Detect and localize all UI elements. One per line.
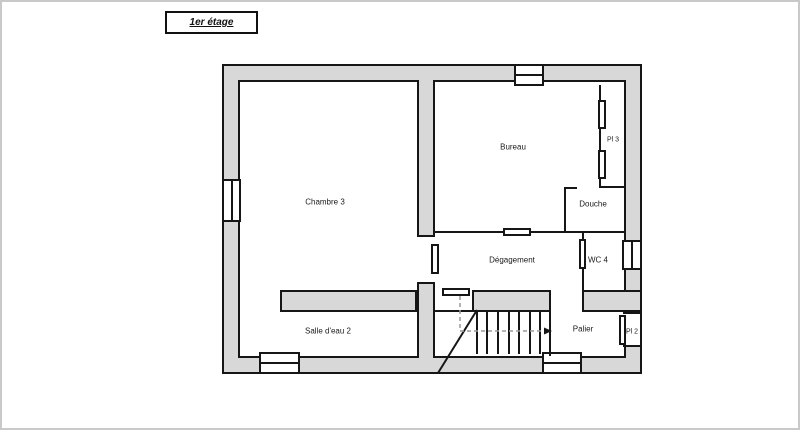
- room-label-salle-deau2: Salle d'eau 2: [304, 326, 352, 336]
- room-label-douche: Douche: [579, 199, 607, 209]
- door-pl3-lower: [598, 150, 606, 179]
- window-pane-line: [516, 74, 542, 76]
- room-label-palier: Palier: [572, 324, 594, 334]
- room-label-degagement: Dégagement: [489, 255, 535, 265]
- wall-wc4-left-lower: [582, 268, 584, 292]
- window-right-wall: [622, 240, 642, 270]
- stair-direction-arrow-icon: [544, 327, 552, 335]
- room-label-pl3: Pl 3: [606, 136, 620, 144]
- wall-douche-left: [564, 187, 566, 233]
- wall-salle-deau-divider: [280, 290, 417, 312]
- door-wc4: [579, 239, 586, 269]
- closet-pl2-niche: [623, 312, 640, 347]
- wall-douche-top-stub: [564, 187, 577, 189]
- floor-plan: Chambre 3 Bureau Pl 3 Douche Dégagement …: [222, 64, 642, 374]
- window-pane-line: [261, 362, 298, 364]
- page-title: 1er étage: [189, 17, 234, 28]
- interior-wall-vertical-upper: [417, 80, 435, 237]
- room-label-bureau: Bureau: [500, 142, 526, 152]
- door-chambre3: [431, 244, 439, 274]
- wall-pl3-bottom: [599, 186, 625, 188]
- title-box: 1er étage: [165, 11, 258, 34]
- window-pane-line: [631, 242, 633, 268]
- door-pl3-upper: [598, 100, 606, 129]
- wall-stair-landing: [435, 310, 474, 312]
- wall-wc4-palier-divider: [582, 290, 640, 312]
- wall-wc4-left-upper: [582, 231, 584, 241]
- stair-walk-line: [459, 296, 544, 332]
- window-bottom-wall-left: [259, 352, 300, 374]
- window-pane-line: [544, 362, 580, 364]
- wall-pl3-front: [599, 85, 601, 188]
- stair-break-diagonal: [437, 309, 478, 374]
- stair-steps: [476, 312, 541, 354]
- wall-stairwell-right: [549, 290, 551, 356]
- room-label-pl2: Pl 2: [625, 328, 639, 336]
- room-label-wc4: WC 4: [588, 255, 608, 265]
- window-pane-line: [230, 181, 233, 220]
- window-left-wall: [222, 179, 241, 222]
- door-pl2: [619, 315, 626, 345]
- room-label-chambre3: Chambre 3: [305, 197, 345, 207]
- window-top-wall: [514, 64, 544, 86]
- window-bottom-wall-right: [542, 352, 582, 374]
- interior-wall-vertical-lower: [417, 282, 435, 358]
- door-degagement-bureau: [503, 228, 531, 236]
- staircase: [437, 296, 552, 374]
- door-stairwell: [442, 288, 470, 296]
